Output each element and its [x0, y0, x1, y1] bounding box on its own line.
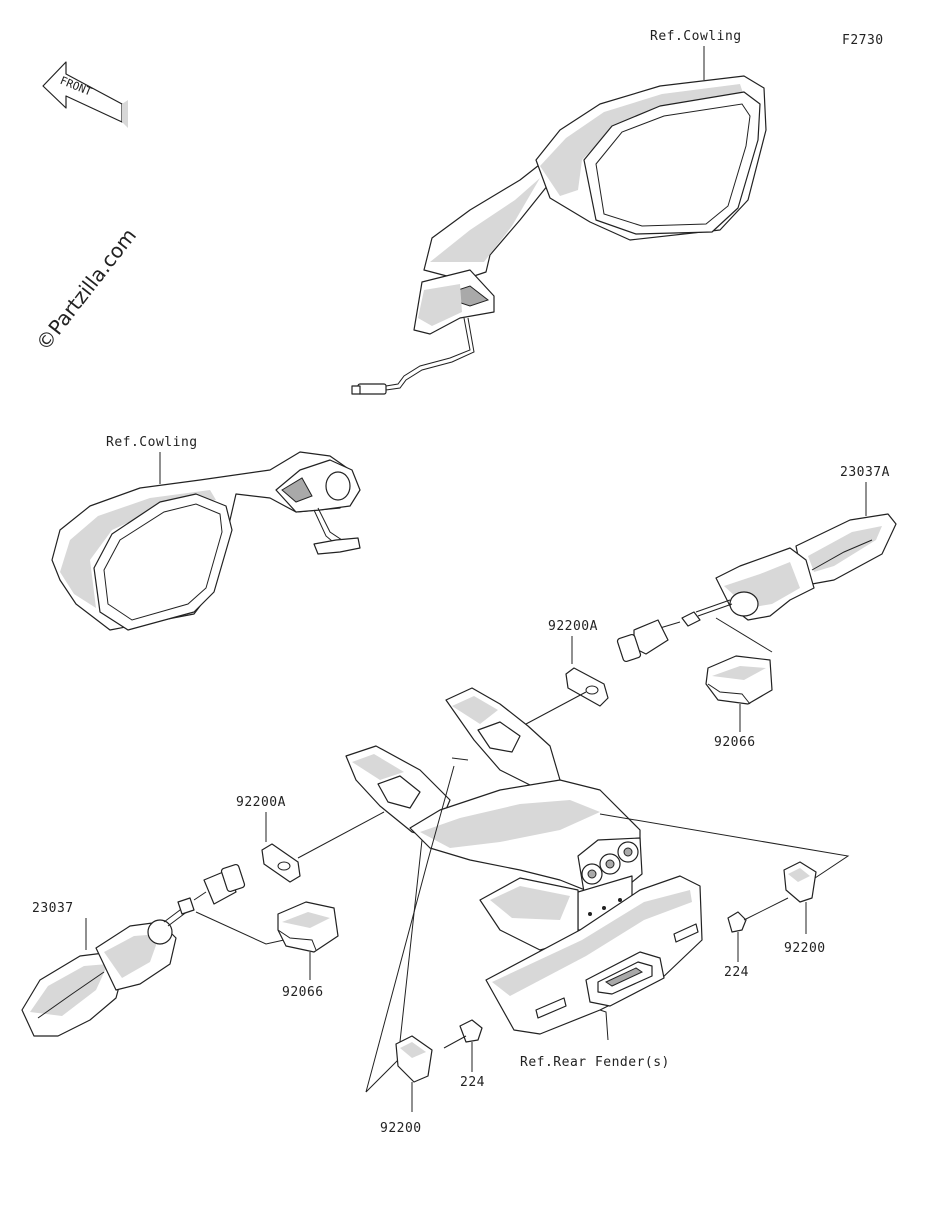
part-224-right: 224 — [724, 897, 789, 980]
part-92066-right: 92066 — [705, 655, 773, 750]
label-92200A-left: 92200A — [236, 795, 286, 810]
turn-signal-right: 23037A — [616, 465, 897, 663]
part-92200A-left: 92200A — [236, 795, 385, 883]
label-ref-cowling-left: Ref.Cowling — [106, 435, 198, 450]
part-224-left: 224 — [443, 1019, 485, 1090]
label-92200-right: 92200 — [784, 941, 826, 956]
label-92066-left: 92066 — [282, 985, 324, 1000]
mirror-left: Ref.Cowling — [51, 435, 361, 631]
turn-signal-left: 23037 — [21, 863, 285, 1037]
label-224-left: 224 — [460, 1075, 485, 1090]
label-92200A-right: 92200A — [548, 619, 598, 634]
label-23037A: 23037A — [840, 465, 890, 480]
label-23037: 23037 — [32, 901, 74, 916]
part-92200A-right: 92200A — [525, 619, 609, 725]
watermark: ©Partzilla.com — [31, 224, 141, 355]
rear-fender: Ref.Rear Fender(s) — [485, 875, 703, 1070]
label-92066-right: 92066 — [714, 735, 756, 750]
part-92066-left: 92066 — [277, 901, 339, 1000]
figure-code: F2730 — [842, 33, 884, 48]
front-arrow-icon: FRONT — [42, 61, 128, 128]
label-224-right: 224 — [724, 965, 749, 980]
label-ref-rear-fender: Ref.Rear Fender(s) — [520, 1055, 670, 1070]
part-92200-left: 92200 — [380, 1035, 433, 1136]
license-bracket — [345, 687, 643, 951]
label-ref-cowling-top: Ref.Cowling — [650, 29, 742, 44]
label-92200-left: 92200 — [380, 1121, 422, 1136]
part-92200-right: 92200 — [783, 861, 826, 956]
mirror-right: Ref.Cowling — [351, 29, 767, 395]
